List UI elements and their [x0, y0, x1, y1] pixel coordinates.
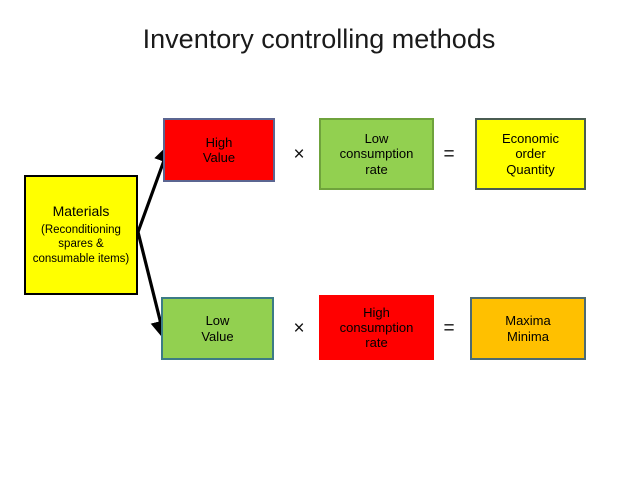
node-materials-sub-line-2: spares & [58, 238, 104, 251]
node-materials-sub-line-1: (Reconditioning [41, 223, 121, 236]
node-high-value[interactable]: High Value [163, 118, 275, 182]
node-maxima-minima-line-1: Maxima [505, 313, 551, 329]
operator-multiply-bottom: × [293, 318, 305, 339]
node-low-value-line-1: Low [205, 313, 230, 329]
node-low-value[interactable]: Low Value [161, 297, 274, 360]
arrow-materials-to-low-value [136, 231, 170, 342]
node-materials[interactable]: Materials (Reconditioning spares & consu… [24, 175, 138, 295]
node-materials-subtitle: (Reconditioning spares & consumable item… [33, 223, 130, 267]
node-maxima-minima[interactable]: Maxima Minima [470, 297, 586, 360]
node-low-consumption-line-3: rate [365, 161, 388, 177]
node-high-consumption-rate[interactable]: High consumption rate [319, 295, 434, 360]
node-high-value-line-1: High [205, 134, 233, 150]
operator-equals-bottom: = [443, 318, 455, 339]
node-low-consumption-line-2: consumption [339, 146, 414, 162]
node-eoq-line-3: Quantity [506, 161, 555, 177]
node-eoq-line-2: order [515, 146, 546, 162]
node-economic-order-quantity[interactable]: Economic order Quantity [475, 118, 586, 190]
node-high-consumption-line-2: consumption [339, 319, 414, 335]
page-title: Inventory controlling methods [142, 24, 496, 54]
node-high-consumption-line-3: rate [365, 335, 388, 351]
node-low-value-line-2: Value [201, 328, 234, 344]
node-high-value-line-2: Value [202, 150, 236, 165]
node-high-consumption-line-1: High [363, 304, 390, 320]
node-low-consumption-line-1: Low [364, 131, 389, 146]
node-materials-sub-line-3: consumable items) [32, 253, 130, 266]
node-materials-title: Materials [52, 203, 110, 220]
arrow-materials-to-high-value [136, 142, 173, 233]
operator-equals-top: = [443, 144, 455, 165]
node-maxima-minima-line-2: Minima [507, 328, 549, 344]
operator-multiply-top: × [293, 144, 305, 165]
node-eoq-line-1: Economic [501, 131, 560, 146]
node-low-consumption-rate[interactable]: Low consumption rate [319, 118, 434, 190]
